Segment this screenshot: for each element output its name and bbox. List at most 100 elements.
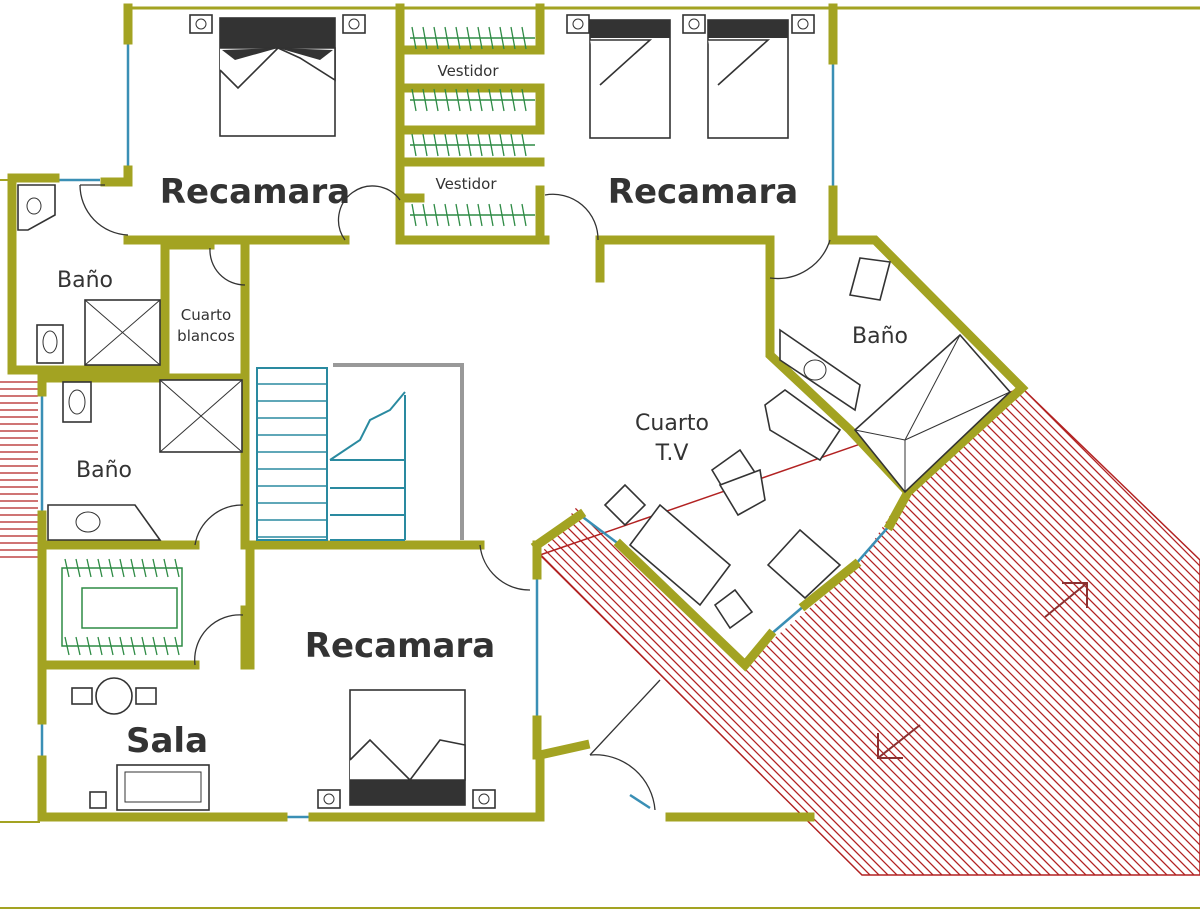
terrace-hatch-line bbox=[959, 388, 1200, 875]
terrace-hatch-line bbox=[914, 388, 1200, 875]
terrace-hatch-line bbox=[545, 388, 1047, 875]
closet-hanger bbox=[466, 203, 472, 227]
room-label-bano-1: Baño bbox=[57, 268, 113, 293]
closet-hanger bbox=[521, 88, 527, 112]
terrace-hatch-line bbox=[995, 388, 1200, 875]
closet-hanger bbox=[444, 26, 450, 50]
closet-hanger bbox=[64, 636, 70, 656]
terrace-hatch-line bbox=[1103, 388, 1200, 875]
terrace-hatch-line bbox=[869, 388, 1200, 875]
terrace-hatch-line bbox=[923, 388, 1200, 875]
closet-hanger bbox=[97, 558, 103, 578]
closet-hanger bbox=[488, 88, 494, 112]
arrow-down-left-icon bbox=[877, 724, 921, 759]
terrace-hatch-line bbox=[950, 388, 1200, 875]
closet-hanger bbox=[444, 133, 450, 157]
closet-hanger bbox=[86, 636, 92, 656]
closet-hanger bbox=[499, 133, 505, 157]
terrace-hatch-line bbox=[540, 388, 921, 875]
closet-hanger bbox=[455, 133, 461, 157]
terrace-outline bbox=[538, 387, 1200, 876]
closet-hanger bbox=[422, 88, 428, 112]
terrace-hatch-line bbox=[554, 388, 1056, 875]
closet-hanger bbox=[75, 636, 81, 656]
closet-hanger bbox=[444, 88, 450, 112]
terrace-hatch-line bbox=[896, 388, 1200, 875]
terrace-hatch-line bbox=[1139, 388, 1200, 875]
room-label-bano-2: Baño bbox=[76, 458, 132, 483]
closet-hanger bbox=[130, 558, 136, 578]
closet-hanger bbox=[152, 636, 158, 656]
terrace-hatch-line bbox=[540, 388, 939, 875]
closet-hanger bbox=[433, 203, 439, 227]
closet-hanger bbox=[499, 26, 505, 50]
closet-hanger bbox=[119, 558, 125, 578]
terrace-hatch-line bbox=[887, 388, 1200, 875]
closet-hanger bbox=[510, 26, 516, 50]
bed-recamara-3 bbox=[317, 689, 496, 809]
terrace-hatch-line bbox=[941, 388, 1200, 875]
closet-hanger bbox=[141, 558, 147, 578]
terrace-hatch-line bbox=[977, 388, 1200, 875]
room-label-cuarto-blancos-line2: blancos bbox=[177, 327, 235, 345]
closet-hanger bbox=[141, 636, 147, 656]
closet-hanger bbox=[163, 636, 169, 656]
terrace-hatch-line bbox=[540, 388, 948, 875]
terrace-hatch-line bbox=[878, 388, 1200, 875]
closet-hanger bbox=[521, 203, 527, 227]
terrace-hatch-line bbox=[1004, 388, 1200, 875]
doors bbox=[79, 184, 831, 811]
closet-hanger bbox=[108, 636, 114, 656]
closet-hanger bbox=[477, 133, 483, 157]
bed-recamara-1 bbox=[189, 14, 366, 137]
closet-hanger bbox=[477, 88, 483, 112]
closet-hanger bbox=[433, 88, 439, 112]
bed-recamara-2b bbox=[682, 14, 815, 139]
windows bbox=[40, 40, 891, 819]
closet-hanger bbox=[422, 203, 428, 227]
closet-hanger bbox=[411, 26, 417, 50]
closet-hanger bbox=[174, 636, 180, 656]
terrace-hatch-line bbox=[905, 388, 1200, 875]
closet-hanger bbox=[174, 558, 180, 578]
closet-hanger bbox=[466, 88, 472, 112]
room-label-bano-3: Baño bbox=[852, 324, 908, 349]
closet-hanger bbox=[64, 558, 70, 578]
sala-furniture bbox=[71, 677, 210, 811]
closet-hanger bbox=[510, 88, 516, 112]
staircase bbox=[256, 363, 464, 541]
closet-hanger bbox=[488, 133, 494, 157]
room-label-cuarto-tv-line2: T.V bbox=[655, 441, 689, 466]
terrace-hatch-line bbox=[540, 388, 1038, 875]
closet-hanger bbox=[163, 558, 169, 578]
closet-hanger bbox=[455, 88, 461, 112]
closet-hanger bbox=[499, 203, 505, 227]
closet-racks bbox=[61, 26, 535, 656]
terrace-hatch-line bbox=[1193, 388, 1200, 875]
closet-hanger bbox=[488, 203, 494, 227]
terrace-hatch-line bbox=[540, 388, 894, 875]
room-label-recamara-3: Recamara bbox=[305, 626, 495, 666]
closet-hanger bbox=[455, 26, 461, 50]
closet-hanger bbox=[521, 26, 527, 50]
room-label-cuarto-blancos-line1: Cuarto bbox=[181, 306, 231, 324]
closet-hanger bbox=[433, 133, 439, 157]
closet-hanger bbox=[510, 203, 516, 227]
tv-room-furniture bbox=[603, 389, 842, 630]
room-label-recamara-1: Recamara bbox=[160, 172, 350, 212]
walls bbox=[7, 3, 1029, 822]
room-label-recamara-2: Recamara bbox=[608, 172, 798, 212]
closet-hanger bbox=[499, 88, 505, 112]
arrow-up-right-icon bbox=[1044, 582, 1088, 618]
terrace-hatch-line bbox=[540, 388, 903, 875]
closet-hanger bbox=[108, 558, 114, 578]
closet-hanger bbox=[433, 26, 439, 50]
terrace-hatch-line bbox=[932, 388, 1200, 875]
closet-hanger bbox=[411, 88, 417, 112]
terrace-hatch-line bbox=[540, 388, 930, 875]
closet-hanger bbox=[466, 26, 472, 50]
closet-hanger bbox=[477, 203, 483, 227]
closet-hanger bbox=[510, 133, 516, 157]
terrace-hatch-line bbox=[986, 388, 1200, 875]
